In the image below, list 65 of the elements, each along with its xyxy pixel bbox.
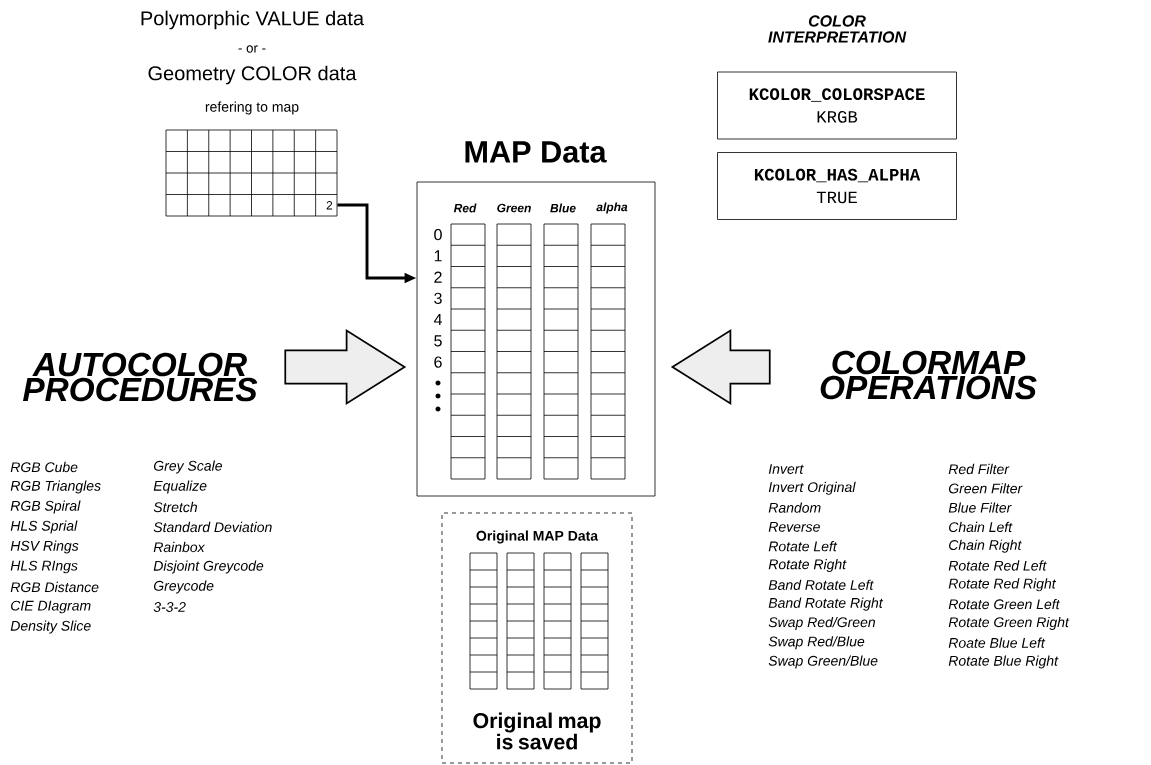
list-item: Band Rotate Right: [768, 597, 884, 611]
list-item: 3-3-2: [153, 602, 186, 612]
column-header: Blue: [550, 203, 576, 213]
panel-heading: COLOR INTERPRETATION: [768, 15, 907, 43]
column-header: Green: [497, 203, 531, 213]
list-item: Rotate Left: [768, 541, 838, 552]
table-title: MAP Data: [465, 141, 607, 163]
section-heading: COLORMAP OPERATIONS: [820, 350, 1037, 400]
row-number: 1: [434, 250, 442, 262]
list-item: Band Rotate Left: [768, 579, 874, 590]
property-box: KCOLOR_COLORSPACE KRGB: [717, 71, 957, 140]
list-item: RGB Cube: [10, 461, 78, 473]
row-number: 0: [434, 228, 442, 241]
list-item: HLS RIngs: [10, 560, 78, 574]
list-item: RGB Triangles: [10, 480, 101, 494]
list-item: Rotate Right: [768, 559, 847, 573]
list-item: Reverse: [768, 522, 820, 532]
list-item: RGB Distance: [10, 581, 99, 593]
caption-text: Original map is saved: [473, 712, 601, 750]
list-item: Rotate Green Left: [948, 598, 1061, 610]
heading: Geometry COLOR data: [148, 65, 357, 85]
list-item: Invert: [768, 464, 804, 474]
list-item: Green Filter: [948, 483, 1023, 494]
list-item: RGB Spiral: [10, 500, 81, 514]
separator-text: - or -: [238, 45, 266, 53]
heading: Polymorphic VALUE data: [141, 10, 365, 30]
list-item: Swap Red/Green: [768, 616, 875, 630]
subheading: refering to map: [205, 101, 299, 115]
row-number: 3: [434, 292, 442, 304]
list-item: Random: [768, 502, 821, 513]
column-header: Red: [453, 203, 477, 213]
row-number: 5: [434, 335, 442, 347]
list-item: Invert Original: [768, 481, 856, 495]
list-item: Greycode: [153, 580, 214, 594]
row-number: 4: [433, 314, 442, 326]
list-item: Blue Filter: [948, 502, 1012, 513]
row-number: 2: [434, 271, 442, 283]
property-box: KCOLOR_HAS_ALPHA TRUE: [717, 152, 957, 220]
list-item: Stretch: [153, 501, 197, 513]
list-item: Density Slice: [10, 620, 91, 634]
column-header: alpha: [596, 202, 628, 214]
list-item: Red Filter: [948, 463, 1010, 475]
section-heading: AUTOCOLOR PROCEDURES: [23, 352, 258, 402]
list-item: Rotate Red Right: [948, 578, 1057, 592]
block-arrow: [670, 328, 771, 406]
list-item: Disjoint Greycode: [153, 560, 264, 574]
block-arrow: [284, 328, 407, 406]
list-item: Chain Right: [949, 539, 1022, 553]
list-item: Rotate Green Right: [948, 616, 1070, 630]
list-item: CIE DIagram: [11, 600, 91, 614]
list-item: Roate Blue Left: [948, 637, 1046, 648]
list-item: Standard Deviation: [153, 521, 272, 533]
list-item: Rotate Blue Right: [948, 655, 1059, 669]
row-number: 6: [434, 356, 442, 368]
list-item: Rotate Red Left: [948, 560, 1047, 571]
cell-value: 2: [326, 201, 333, 210]
list-item: HSV Rings: [10, 540, 79, 554]
list-item: HLS Sprial: [10, 520, 78, 534]
list-item: Rainbox: [153, 541, 206, 553]
list-item: Equalize: [153, 480, 207, 494]
list-item: Swap Green/Blue: [768, 655, 878, 669]
list-item: Chain Left: [949, 521, 1013, 533]
list-item: Grey Scale: [153, 460, 222, 474]
list-item: Swap Red/Blue: [768, 636, 865, 650]
box-title: Original MAP Data: [476, 530, 599, 544]
